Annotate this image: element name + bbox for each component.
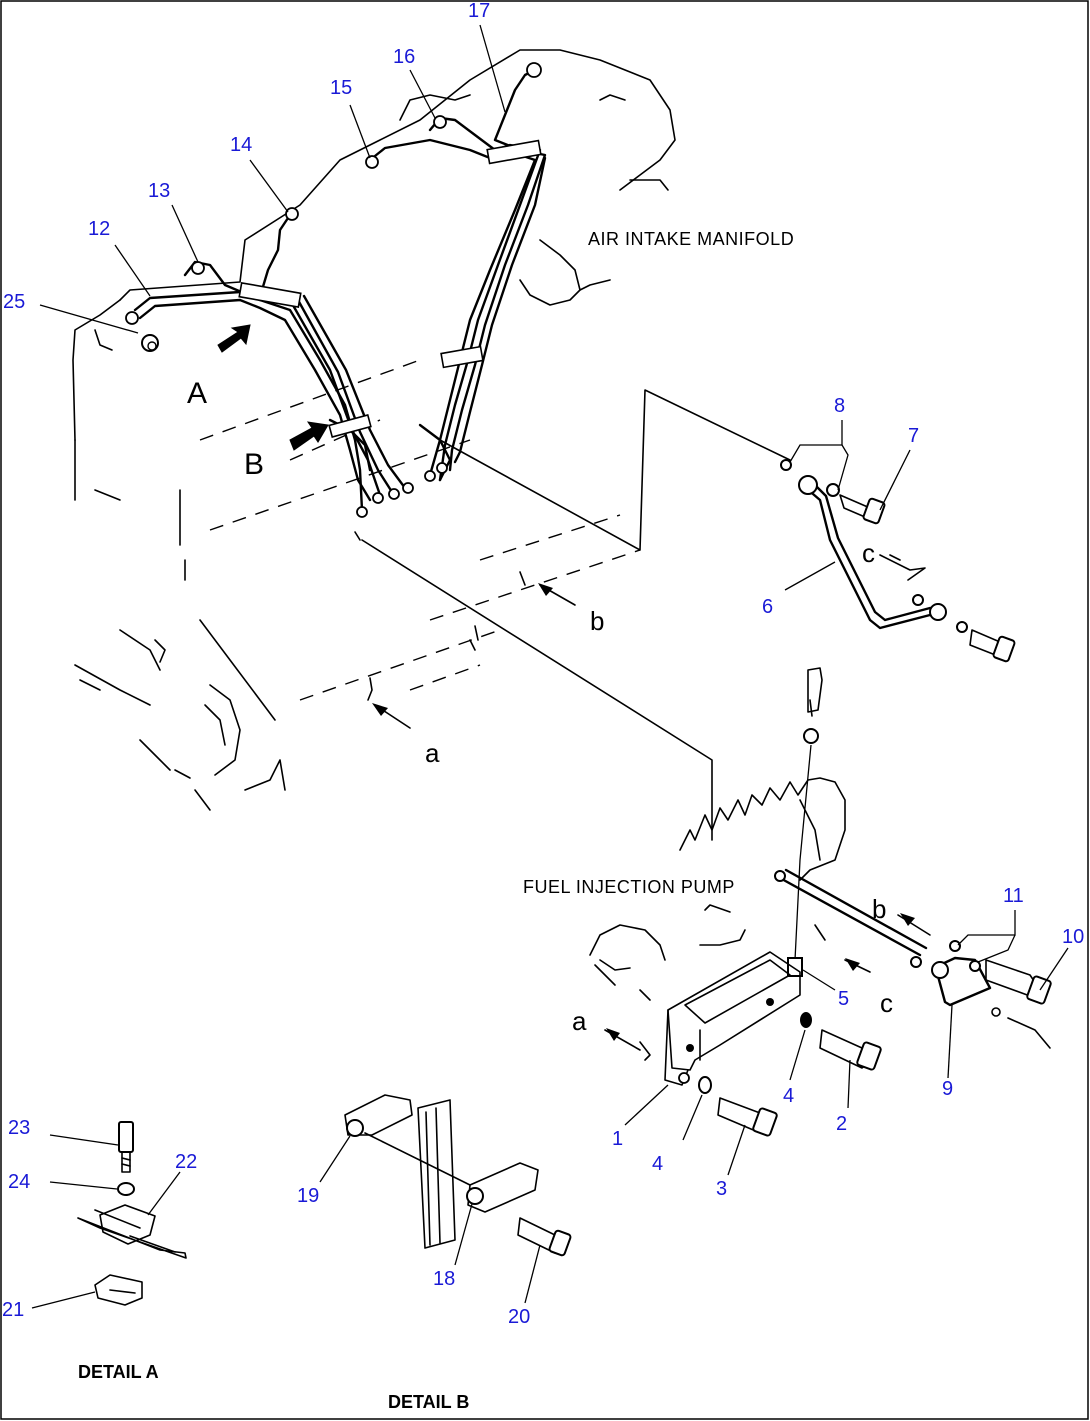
ref-letter-b-pump: b (872, 894, 886, 924)
return-pipe-assembly (780, 459, 1016, 663)
callout-2: 2 (836, 1113, 847, 1135)
callout-21: 21 (2, 1299, 24, 1321)
callout-3: 3 (716, 1178, 727, 1200)
detail-b-drawing (344, 1094, 572, 1257)
view-arrow-b-icon (289, 421, 329, 451)
fuel-injection-pump-label: FUEL INJECTION PUMP (523, 877, 735, 897)
callout-10: 10 (1062, 926, 1084, 948)
ref-letter-b-block: b (590, 606, 604, 636)
callout-14: 14 (230, 134, 252, 156)
callout-18: 18 (433, 1268, 455, 1290)
callout-22: 22 (175, 1151, 197, 1173)
ref-letter-a-block: a (425, 738, 440, 768)
injection-lines (125, 62, 547, 518)
callout-7: 7 (908, 425, 919, 447)
callout-6: 6 (762, 596, 773, 618)
callout-16: 16 (393, 46, 415, 68)
detail-a-label: DETAIL A (78, 1362, 159, 1382)
callout-12: 12 (88, 218, 110, 240)
callout-11: 11 (1003, 885, 1024, 907)
view-letter-a: A (187, 377, 207, 410)
ref-letter-c-pump: c (880, 988, 893, 1018)
detail-a-drawing (77, 1121, 187, 1306)
callout-13: 13 (148, 180, 170, 202)
callout-5: 5 (838, 988, 849, 1010)
air-intake-manifold-label: AIR INTAKE MANIFOLD (588, 229, 794, 249)
view-letter-b: B (244, 448, 264, 481)
fuel-injection-pump (589, 667, 1052, 1137)
ref-letter-a-pump: a (572, 1006, 587, 1036)
view-arrow-a-icon (217, 324, 251, 353)
callout-8: 8 (834, 395, 845, 417)
callout-4-upper: 4 (783, 1085, 794, 1107)
callout-24: 24 (8, 1171, 30, 1193)
reference-arrows (354, 531, 576, 729)
callout-23: 23 (8, 1117, 30, 1139)
callout-25: 25 (3, 291, 25, 313)
callout-leaders (31, 24, 1069, 1309)
callout-15: 15 (330, 77, 352, 99)
engine-block (72, 49, 676, 811)
ref-letter-c-return: c (862, 538, 875, 568)
callout-17: 17 (468, 0, 490, 22)
callout-19: 19 (297, 1185, 319, 1207)
callout-4-lower: 4 (652, 1153, 663, 1175)
leader-line-pump (361, 539, 713, 841)
detail-b-label: DETAIL B (388, 1392, 469, 1412)
leader-line-return (439, 389, 791, 551)
callout-20: 20 (508, 1306, 530, 1328)
callout-1: 1 (612, 1128, 623, 1150)
callout-9: 9 (942, 1078, 953, 1100)
